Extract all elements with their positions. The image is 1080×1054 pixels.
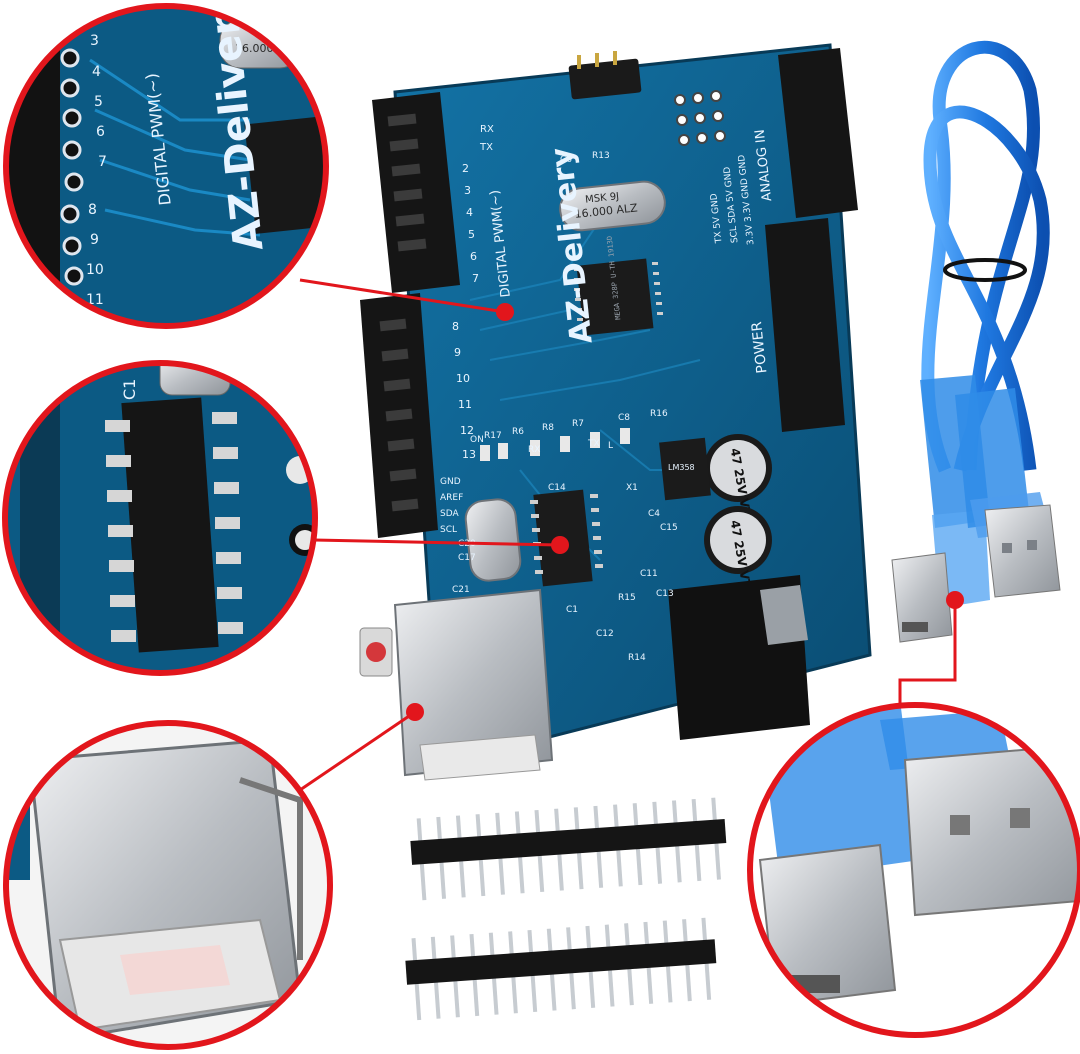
svg-text:TX: TX <box>587 439 600 449</box>
svg-text:R14: R14 <box>628 653 646 663</box>
svg-text:R17: R17 <box>484 431 502 441</box>
svg-text:8: 8 <box>88 202 97 218</box>
svg-text:7: 7 <box>472 272 479 285</box>
callout-lines <box>299 278 957 792</box>
crystal-16mhz: MSK 9J 16.000 ALZ <box>559 180 666 232</box>
svg-text:3: 3 <box>464 184 471 197</box>
svg-text:R6: R6 <box>512 427 524 437</box>
svg-text:5: 5 <box>94 94 103 110</box>
svg-text:R15: R15 <box>618 593 636 603</box>
svg-text:8: 8 <box>452 320 459 333</box>
svg-text:AREF: AREF <box>440 493 463 503</box>
svg-text:SDA: SDA <box>440 509 459 519</box>
capacitor-1: 47 25V VT <box>704 434 772 518</box>
svg-text:R7: R7 <box>572 419 584 429</box>
svg-text:10: 10 <box>86 262 104 278</box>
header-plastic-body <box>410 819 727 865</box>
reset-button[interactable] <box>359 627 393 677</box>
svg-text:11: 11 <box>458 398 472 411</box>
svg-text:C15: C15 <box>660 523 678 533</box>
svg-text:6: 6 <box>96 124 105 140</box>
svg-text:X1: X1 <box>626 483 638 493</box>
usb-cable <box>891 40 1061 643</box>
lm358-chip <box>659 437 711 501</box>
svg-text:C11: C11 <box>640 569 658 579</box>
status-leds <box>480 428 630 461</box>
digital-pin-labels: 2 3 4 5 6 7 8 9 10 11 12 13 GND AREF SDA… <box>440 162 479 535</box>
svg-text:MSK 9J: MSK 9J <box>585 191 620 205</box>
svg-text:C12: C12 <box>596 629 614 639</box>
ioref-holes <box>674 90 726 146</box>
svg-text:2: 2 <box>462 162 469 175</box>
icsp-pins <box>568 58 642 100</box>
svg-text:R8: R8 <box>542 423 554 433</box>
zoom-callout-usb-port <box>3 720 333 1050</box>
svg-text:C8: C8 <box>618 413 630 423</box>
svg-text:RX: RX <box>528 445 540 455</box>
svg-text:SCL: SCL <box>440 525 457 535</box>
svg-text:C14: C14 <box>548 483 566 493</box>
arduino-board: MSK 9J 16.000 ALZ MEGA 328P U-TH 1913D <box>359 43 872 781</box>
pin-header-strips <box>405 797 727 1021</box>
icsp-pins-metal <box>577 51 617 69</box>
tx-label: TX <box>479 142 493 153</box>
power-label: POWER <box>749 321 770 375</box>
svg-text:LM358: LM358 <box>668 463 695 472</box>
svg-text:C6: C6 <box>560 155 572 165</box>
zoom-callout-mcu: 16.000 AZ-Delivery DIGITAL PWM(~) 3 4 5 … <box>3 3 329 329</box>
svg-text:R13: R13 <box>592 151 610 161</box>
svg-text:4: 4 <box>466 206 473 219</box>
analog-header <box>778 48 858 218</box>
svg-text:9: 9 <box>90 232 99 248</box>
chip-leads <box>574 262 663 321</box>
svg-text:5: 5 <box>468 228 475 241</box>
header-plastic-body <box>405 939 717 985</box>
svg-text:10: 10 <box>456 372 470 385</box>
svg-text:6: 6 <box>470 250 477 263</box>
rx-label: RX <box>480 124 494 135</box>
svg-text:ON: ON <box>470 435 484 445</box>
svg-text:C1: C1 <box>120 379 139 400</box>
dc-power-jack <box>668 575 810 740</box>
svg-text:C21: C21 <box>452 585 470 595</box>
svg-text:7: 7 <box>98 154 107 170</box>
svg-text:12: 12 <box>460 424 474 437</box>
svg-text:16.000: 16.000 <box>235 42 274 55</box>
pin-header-strip <box>405 917 717 1021</box>
svg-text:9: 9 <box>454 346 461 359</box>
pin-header-strip <box>410 797 727 901</box>
usb-b-port <box>393 588 554 781</box>
svg-text:4: 4 <box>92 64 101 80</box>
svg-text:C13: C13 <box>656 589 674 599</box>
zoom-callout-usb-chip: C1 <box>2 360 318 676</box>
svg-text:C1: C1 <box>566 605 578 615</box>
svg-text:3: 3 <box>90 33 99 49</box>
cable-tie <box>943 258 1027 282</box>
svg-text:C4: C4 <box>648 509 660 519</box>
usb-a-plug <box>955 388 1061 598</box>
svg-text:13: 13 <box>462 448 476 461</box>
digital-header-holes <box>379 113 427 512</box>
callout-dots <box>406 303 964 721</box>
svg-text:R16: R16 <box>650 409 668 419</box>
svg-text:L: L <box>608 441 613 451</box>
zoom-callout-cable-plugs <box>747 702 1080 1038</box>
svg-text:C17: C17 <box>458 553 476 563</box>
svg-text:GND: GND <box>440 477 461 487</box>
power-header <box>765 218 845 432</box>
